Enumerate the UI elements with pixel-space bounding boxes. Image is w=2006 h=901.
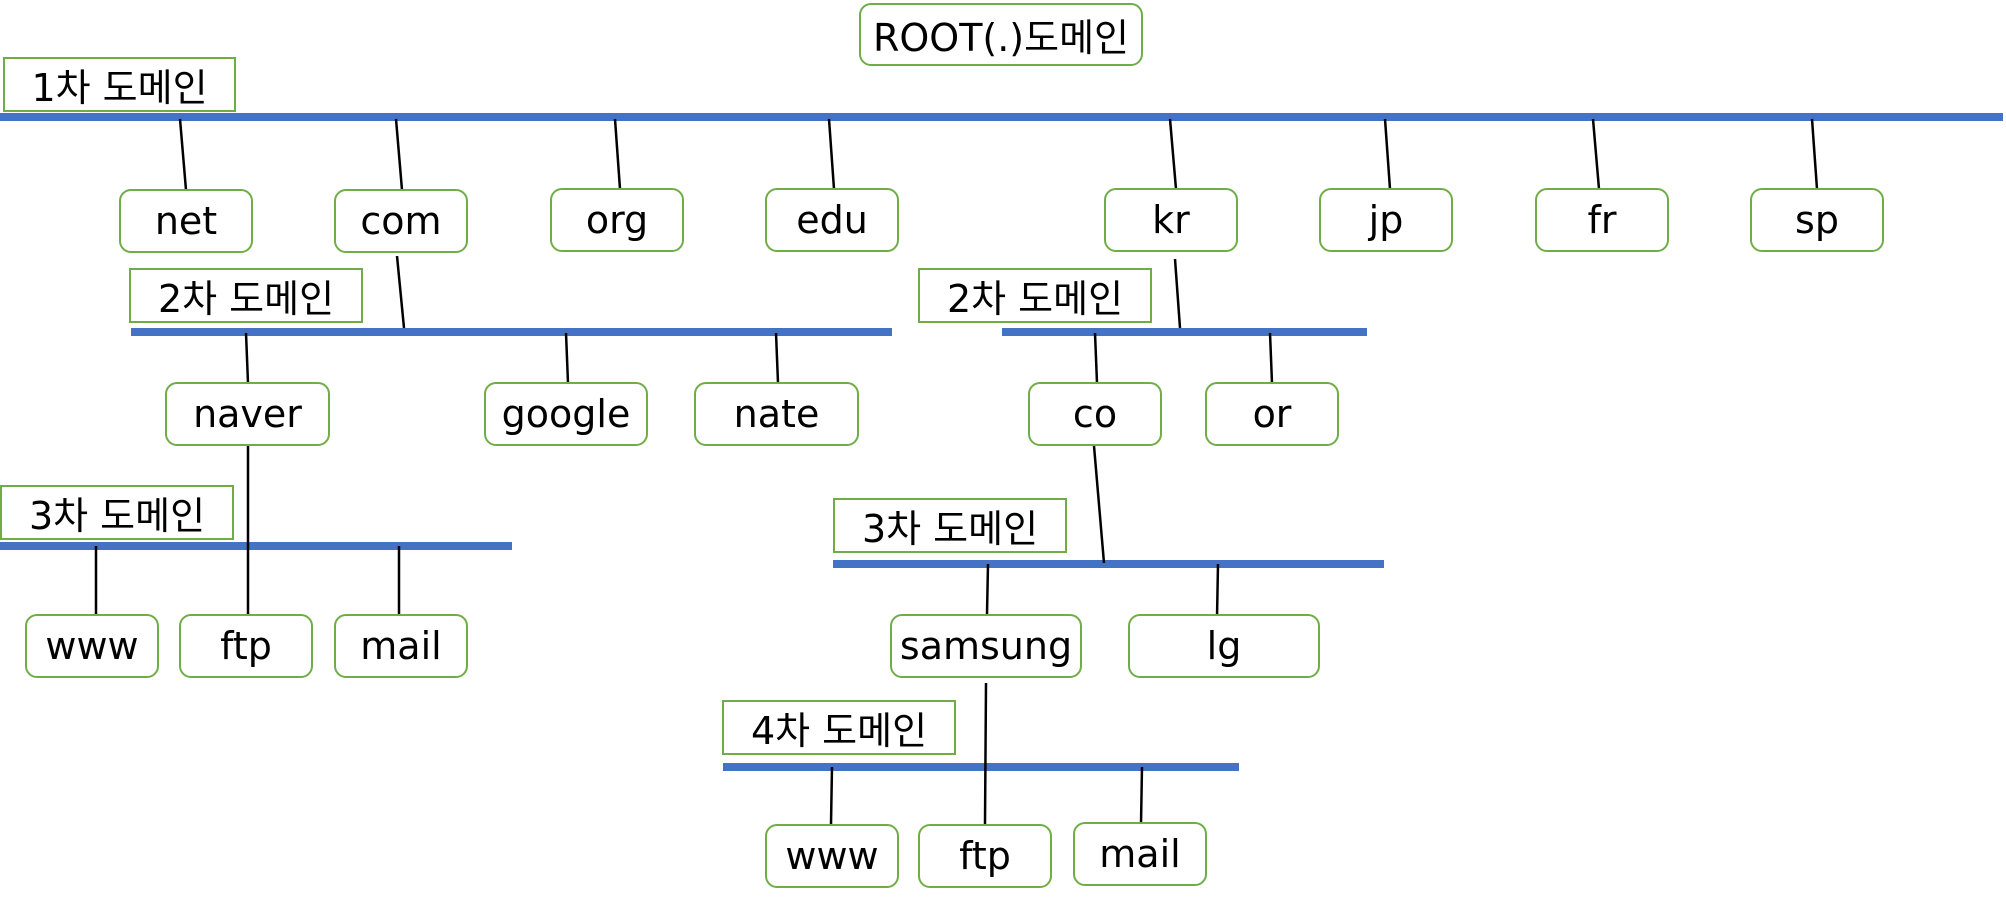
connector-co — [1093, 332, 1099, 384]
connector-org — [613, 118, 622, 190]
connector-samsung-down — [983, 682, 988, 825]
connector-or — [1268, 332, 1274, 384]
connector-sp — [1810, 118, 1819, 190]
connector-net — [178, 118, 188, 191]
domain-node-nate: nate — [694, 382, 859, 446]
connector-com-bus — [395, 255, 406, 329]
connector-www-right — [829, 766, 834, 825]
connector-lg — [1215, 563, 1220, 619]
domain-node-kr: kr — [1104, 188, 1238, 252]
connector-com — [394, 118, 404, 191]
domain-node-sp: sp — [1750, 188, 1884, 252]
connector-jp — [1383, 118, 1392, 190]
connector-co-down — [1092, 445, 1106, 564]
domain-node-www-samsung: www — [765, 824, 899, 888]
domain-node-or: or — [1205, 382, 1339, 446]
connector-mail-right — [1139, 766, 1144, 825]
second-level-label-right: 2차 도메인 — [918, 268, 1152, 323]
domain-node-edu: edu — [765, 188, 899, 252]
bus-third-level-co — [833, 560, 1384, 568]
domain-node-ftp-samsung: ftp — [918, 824, 1052, 888]
connector-fr — [1591, 118, 1601, 190]
third-level-label-left: 3차 도메인 — [0, 485, 234, 540]
domain-node-ftp-naver: ftp — [179, 614, 313, 678]
domain-node-lg: lg — [1128, 614, 1320, 678]
second-level-label-left: 2차 도메인 — [129, 268, 363, 323]
connector-edu — [827, 118, 836, 190]
domain-node-net: net — [119, 189, 253, 253]
bus-first-level — [0, 113, 2003, 121]
connector-kr — [1168, 118, 1178, 190]
domain-node-co: co — [1028, 382, 1162, 446]
domain-node-com: com — [334, 189, 468, 253]
first-level-label: 1차 도메인 — [3, 57, 236, 112]
domain-node-jp: jp — [1319, 188, 1453, 252]
domain-node-mail-samsung: mail — [1073, 822, 1207, 886]
domain-node-mail-naver: mail — [334, 614, 468, 678]
bus-fourth-level-samsung — [723, 763, 1239, 771]
connector-google — [564, 332, 570, 384]
bus-second-level-kr — [1002, 328, 1367, 336]
fourth-level-label: 4차 도메인 — [722, 700, 956, 755]
domain-node-naver: naver — [165, 382, 330, 446]
connector-naver — [244, 332, 250, 384]
root-domain-node: ROOT(.)도메인 — [859, 3, 1143, 66]
domain-node-fr: fr — [1535, 188, 1669, 252]
domain-node-google: google — [484, 382, 648, 446]
connector-samsung — [985, 563, 990, 615]
bus-second-level-com — [131, 328, 892, 336]
domain-node-samsung: samsung — [890, 614, 1082, 678]
third-level-label-right: 3차 도메인 — [833, 498, 1067, 553]
connector-kr-bus — [1173, 258, 1182, 329]
bus-third-level-naver — [0, 542, 512, 550]
domain-node-www-naver: www — [25, 614, 159, 678]
domain-node-org: org — [550, 188, 684, 252]
connector-nate — [774, 332, 780, 384]
